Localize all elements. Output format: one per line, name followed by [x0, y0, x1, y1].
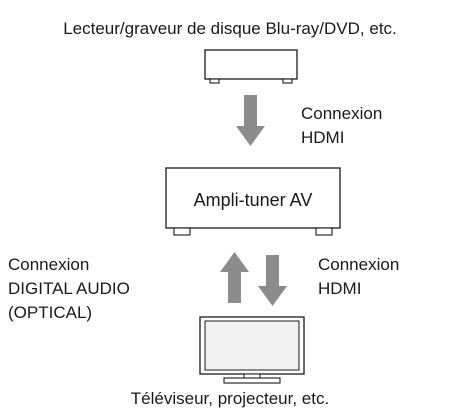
display-device-label: Téléviseur, projecteur, etc.: [130, 389, 330, 408]
arrow-down-hdmi-top: [236, 95, 265, 146]
optical-connection-line3: (OPTICAL): [8, 303, 93, 322]
hdmi-connection-top-line1: Connexion: [301, 104, 383, 123]
amplifier-label: Ampli-tuner AV: [193, 190, 313, 210]
optical-connection-line1: Connexion: [8, 255, 90, 274]
source-device-label: Lecteur/graveur de disque Blu-ray/DVD, e…: [63, 19, 397, 38]
arrow-down-hdmi-bottom: [258, 255, 287, 306]
hdmi-connection-bottom-line2: HDMI: [318, 279, 362, 298]
disc-player-icon: [204, 49, 298, 84]
tv-icon: [199, 316, 305, 384]
hdmi-connection-top-line2: HDMI: [301, 128, 345, 147]
amplifier-box: [165, 167, 341, 236]
hdmi-connection-bottom-line1: Connexion: [318, 255, 400, 274]
arrow-up-optical: [220, 252, 249, 303]
optical-connection-line2: DIGITAL AUDIO: [8, 279, 130, 298]
